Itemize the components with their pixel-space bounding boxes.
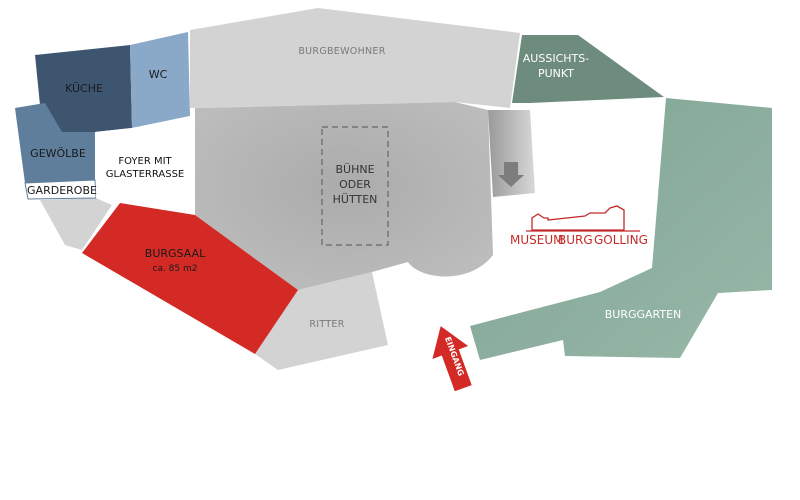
garderobe-label: GARDEROBE (27, 184, 97, 197)
logo-word-burg: BURG (558, 233, 593, 247)
burgbewohner-area (190, 8, 520, 108)
buehne-label-1: BÜHNE (335, 163, 374, 176)
aussichtspunkt-room (512, 35, 664, 103)
entrance-arrow[interactable]: EINGANG (423, 320, 481, 395)
kueche-label: KÜCHE (65, 82, 103, 95)
buehne-label-2: ODER (339, 178, 371, 191)
main-hall (195, 102, 493, 290)
logo-word-golling: GOLLING (594, 233, 648, 247)
burggarten-area (470, 98, 772, 360)
logo-word-museum: MUSEUM (510, 233, 563, 247)
left-lower-band (40, 198, 112, 250)
ritter-area (255, 272, 388, 370)
burgsaal-room (82, 203, 298, 354)
foyer-room (95, 116, 195, 215)
foyer-label-2: GLASTERRASSE (106, 169, 185, 180)
aussichtspunkt-label-2: PUNKT (538, 67, 574, 80)
down-arrow-icon (498, 162, 524, 187)
buehne-label-3: HÜTTEN (333, 193, 378, 206)
wc-room (130, 32, 190, 128)
kueche-room (35, 45, 132, 132)
wc-label: WC (149, 68, 168, 81)
castle-silhouette-icon (531, 205, 625, 231)
burgbewohner-label: BURGBEWOHNER (298, 46, 385, 57)
burggarten-label: BURGGARTEN (605, 308, 682, 321)
gewoelbe-room (15, 103, 95, 183)
burgsaal-label: BURGSAAL (145, 247, 206, 260)
museum-logo: MUSEUM BURG GOLLING (510, 205, 648, 247)
burgsaal-size: ca. 85 m2 (153, 264, 198, 274)
foyer-label-1: FOYER MIT (118, 156, 172, 167)
gewoelbe-label: GEWÖLBE (30, 147, 86, 160)
stage-outline (321, 126, 389, 246)
ritter-label: RITTER (309, 319, 344, 330)
aussichtspunkt-label-1: AUSSICHTS- (523, 52, 589, 65)
